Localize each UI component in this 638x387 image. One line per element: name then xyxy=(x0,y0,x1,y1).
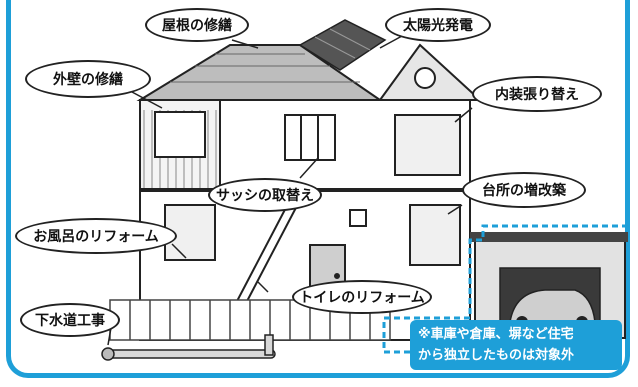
label-sewer-work: 下水道工事 xyxy=(20,303,120,337)
excluded-area-outline xyxy=(382,224,630,348)
bubble-pointers xyxy=(107,35,473,346)
sewer-pipe xyxy=(101,334,276,361)
note-background xyxy=(410,320,622,370)
label-solar-power: 太陽光発電 xyxy=(385,8,491,42)
label-interior-replacement: 内装張り替え xyxy=(472,76,602,112)
label-kitchen-extension: 台所の増改築 xyxy=(462,172,586,208)
label-roof-repair: 屋根の修繕 xyxy=(145,8,249,42)
roof xyxy=(136,19,483,101)
exclusion-note-line1: ※車庫や倉庫、塀など住宅 xyxy=(418,327,574,342)
label-bath-renovation: お風呂のリフォーム xyxy=(15,218,177,254)
exclusion-note: ※車庫や倉庫、塀など住宅 から独立したものは対象外 xyxy=(412,322,624,370)
exclusion-note-line2: から独立したものは対象外 xyxy=(418,348,575,363)
label-toilet-renovation: トイレのリフォーム xyxy=(292,280,432,314)
stairs xyxy=(234,199,301,306)
label-sash-replacement: サッシの取替え xyxy=(208,178,322,212)
windows xyxy=(154,111,461,306)
label-exterior-wall-repair: 外壁の修繕 xyxy=(25,60,151,98)
